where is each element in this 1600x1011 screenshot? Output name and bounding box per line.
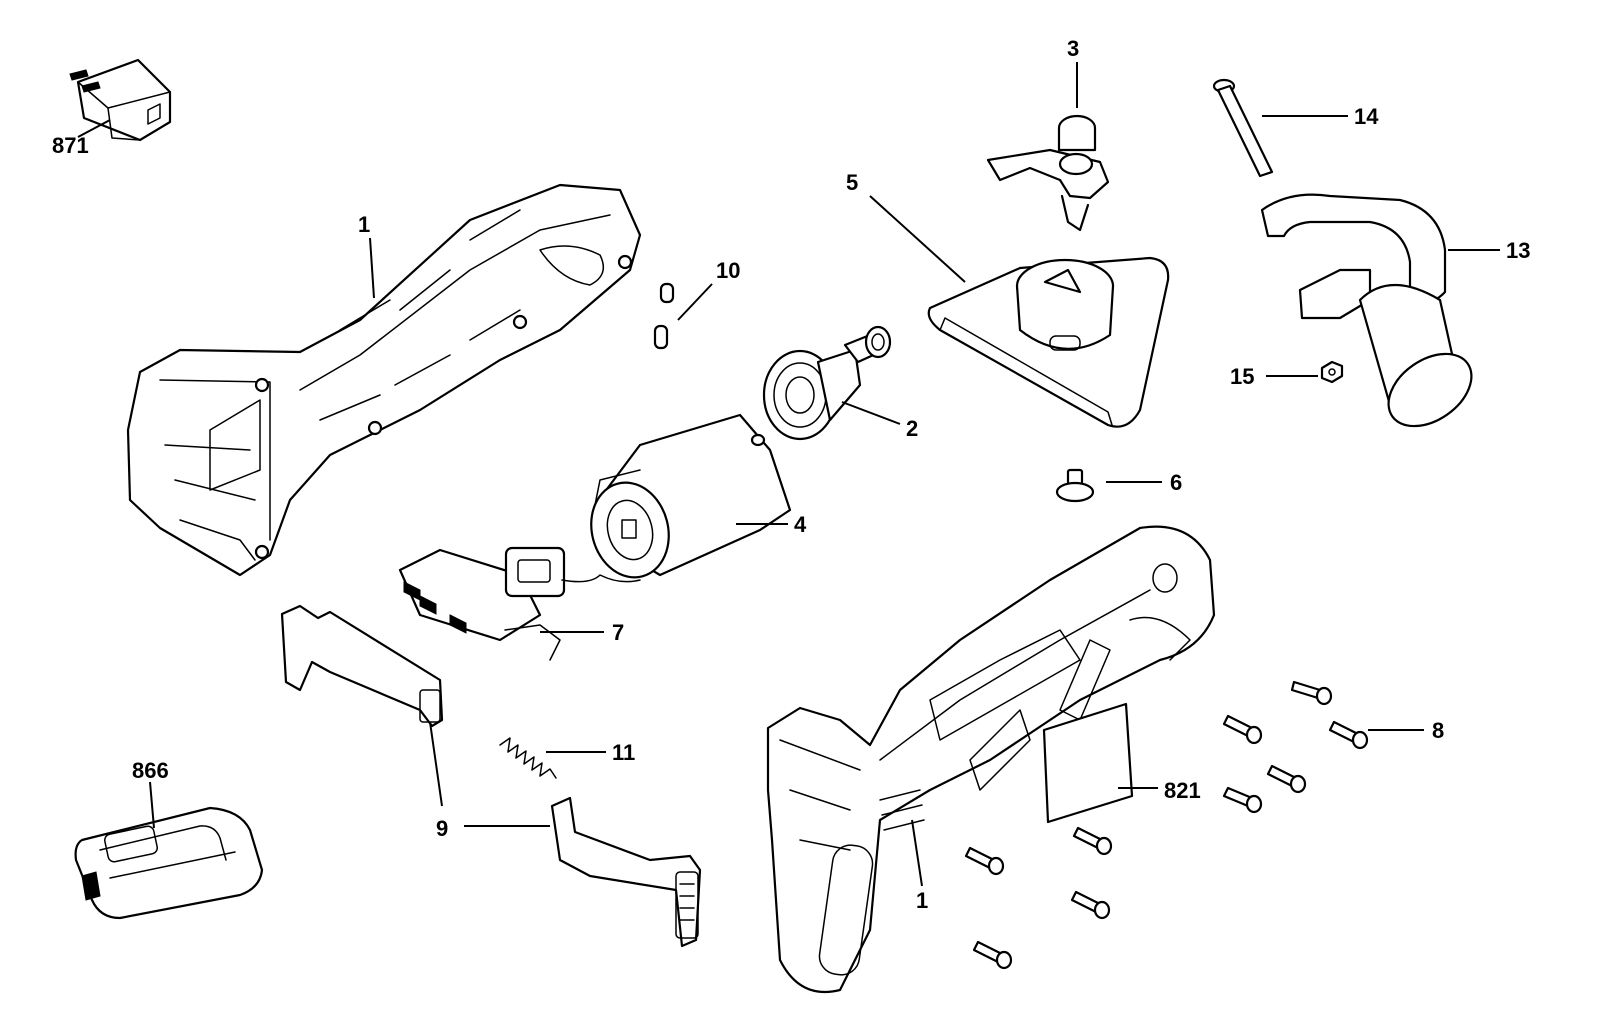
part-1-housing-assembled <box>766 525 1216 994</box>
part-4-motor <box>590 413 792 579</box>
part-15-nut <box>1320 360 1344 384</box>
part-14-long-screw <box>1212 78 1274 178</box>
callout-9: 9 <box>436 816 448 841</box>
screw <box>1222 714 1263 745</box>
screw <box>1072 826 1113 856</box>
screw <box>972 940 1013 970</box>
part-871-charger <box>69 58 172 142</box>
callout-4: 4 <box>794 512 807 537</box>
callout-866: 866 <box>132 758 169 783</box>
callout-3: 3 <box>1067 36 1079 61</box>
callout-871: 871 <box>52 133 89 158</box>
callout-1-top: 1 <box>358 212 370 237</box>
callout-6: 6 <box>1170 470 1182 495</box>
callout-821: 821 <box>1164 778 1201 803</box>
callout-14: 14 <box>1354 104 1379 129</box>
part-3-release-lever <box>986 114 1110 232</box>
part-2-gear-assembly <box>762 325 892 441</box>
callout-10: 10 <box>716 258 740 283</box>
callout-8: 8 <box>1432 718 1444 743</box>
callout-13: 13 <box>1506 238 1530 263</box>
part-10-pins <box>653 282 675 350</box>
callout-11: 11 <box>612 740 635 765</box>
screw <box>964 846 1005 876</box>
part-866-battery <box>74 806 264 920</box>
callout-15: 15 <box>1230 364 1254 389</box>
part-821-label <box>1042 702 1134 824</box>
part-13-dust-adapter <box>1260 193 1473 428</box>
screw <box>1328 720 1369 750</box>
screw <box>1266 764 1307 794</box>
screw <box>1290 680 1333 706</box>
screw <box>1070 890 1111 920</box>
screw <box>1222 786 1263 814</box>
part-1-housing-left <box>126 183 642 577</box>
part-9-latch-lower <box>550 796 702 948</box>
part-8-screws <box>964 680 1369 970</box>
part-5-sanding-pad <box>927 256 1170 428</box>
callout-5: 5 <box>846 170 858 195</box>
callout-2: 2 <box>906 416 918 441</box>
part-7-switch-terminals <box>398 546 641 661</box>
part-6-screw <box>1055 468 1095 503</box>
part-11-spring <box>499 737 557 779</box>
part-9-latch-upper <box>280 604 444 728</box>
callout-7: 7 <box>612 620 624 645</box>
callout-1-bottom: 1 <box>916 888 928 913</box>
